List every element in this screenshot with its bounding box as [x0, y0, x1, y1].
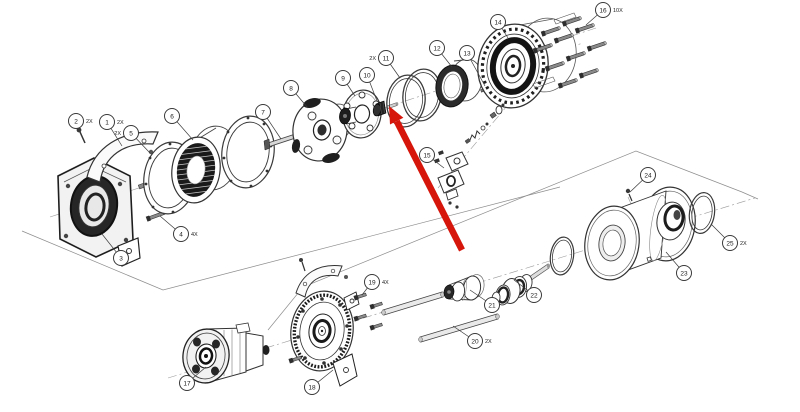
construction-lines — [21, 150, 759, 331]
balloon-number: 7 — [261, 109, 265, 116]
balloon-6: 6 — [164, 108, 194, 141]
balloon-7: 7 — [255, 104, 282, 140]
cable-drum-part23 — [584, 186, 696, 281]
balloon-number: 2 — [74, 118, 78, 125]
balloon-22: 22 — [513, 279, 542, 303]
strap-screw-part2 — [76, 127, 86, 144]
balloon-number: 12 — [433, 45, 441, 52]
balloon-14: 14 — [490, 14, 509, 39]
balloon-17: 17 — [179, 366, 207, 391]
balloon-number: 1 — [105, 119, 109, 126]
planet-carrier-part8 — [291, 98, 353, 163]
balloon-qty: 2X — [485, 339, 492, 345]
balloon-number: 21 — [488, 302, 496, 309]
balloon-qty: 2X — [86, 119, 93, 125]
balloon-qty: 10X — [613, 8, 623, 14]
balloon-qty: 2X — [114, 131, 121, 137]
housing-bolts-part16 — [532, 12, 608, 90]
balloon-21: 21 — [469, 289, 500, 313]
thrust-ring-part5b — [221, 115, 275, 189]
tie-strap-part1 — [86, 131, 159, 183]
balloon-23: 23 — [665, 251, 692, 281]
balloon-qty: 2X — [117, 120, 124, 126]
balloon-3: 3 — [101, 233, 129, 266]
balloon-10: 10 — [359, 67, 378, 102]
shaft-assembly-part22 — [491, 263, 550, 306]
balloon-13: 13 — [459, 45, 486, 87]
adapter-bolts-part19 — [352, 291, 384, 332]
seal-ring-part12 — [435, 58, 483, 108]
balloon-qty: 4X — [382, 280, 389, 286]
end-bracket-part3 — [57, 157, 153, 267]
balloon-number: 18 — [308, 384, 316, 391]
balloon-20: 20 2X — [452, 325, 492, 349]
red-arrow-head — [389, 106, 404, 125]
balloon-number: 16 — [599, 7, 607, 14]
balloon-12: 12 — [429, 40, 453, 68]
balloon-qty: 2X — [369, 56, 376, 62]
balloon-number: 11 — [383, 55, 390, 62]
balloon-number: 24 — [644, 172, 652, 179]
balloon-qty: 2X — [740, 241, 747, 247]
balloon-9: 9 — [335, 70, 356, 97]
coupling-part21 — [443, 274, 485, 302]
balloon-number: 25 — [726, 240, 734, 247]
balloon-5: 5 2X — [114, 125, 151, 154]
drum-support-housing-part14 — [477, 17, 577, 109]
motor-adapter-part18 — [287, 258, 360, 387]
balloon-15: 15 — [419, 147, 445, 169]
balloon-number: 19 — [368, 279, 376, 286]
balloon-25: 25 2X — [710, 223, 747, 251]
balloon-11: 11 2X — [369, 50, 401, 79]
balloon-8: 8 — [283, 80, 309, 109]
tie-rods-part20 — [381, 291, 500, 343]
balloon-qty: 4X — [191, 232, 198, 238]
balloon-number: 15 — [423, 152, 431, 159]
hydraulic-motor-part17 — [182, 322, 270, 384]
balloon-18: 18 — [304, 369, 334, 395]
balloon-number: 23 — [680, 270, 688, 277]
balloon-16: 16 10X — [585, 2, 623, 26]
balloon-4: 4 4X — [159, 215, 198, 242]
balloon-number: 17 — [183, 380, 191, 387]
balloon-19: 19 4X — [361, 274, 389, 296]
balloon-2: 2 2X — [68, 113, 93, 137]
balloon-number: 10 — [363, 72, 371, 79]
balloon-24: 24 — [629, 167, 656, 193]
o-ring-part25a — [549, 236, 575, 276]
balloon-number: 22 — [530, 292, 538, 299]
ring-gear-part6 — [171, 125, 239, 204]
balloon-number: 3 — [119, 255, 123, 262]
red-arrow-shaft — [393, 119, 465, 252]
balloon-number: 5 — [129, 130, 133, 137]
balloon-layer: 2 2X 1 2X 5 2X 6 7 8 9 10 11 2X 12 13 14 16 10X 15 3 4 4X 17 18… — [68, 2, 747, 395]
balloon-number: 6 — [170, 113, 174, 120]
balloon-number: 4 — [179, 231, 183, 238]
balloon-number: 20 — [471, 338, 479, 345]
o-ring-part25b — [688, 192, 716, 234]
balloon-number: 14 — [494, 19, 502, 26]
sun-pinion-part10 — [372, 100, 399, 117]
balloon-number: 8 — [289, 85, 293, 92]
balloon-number: 9 — [341, 75, 345, 82]
drum-screw-part24 — [625, 188, 633, 202]
brake-valve-part15 — [434, 103, 505, 209]
balloon-1: 1 2X — [99, 114, 124, 147]
balloon-number: 13 — [463, 50, 471, 57]
red-callout-arrow — [389, 106, 465, 252]
